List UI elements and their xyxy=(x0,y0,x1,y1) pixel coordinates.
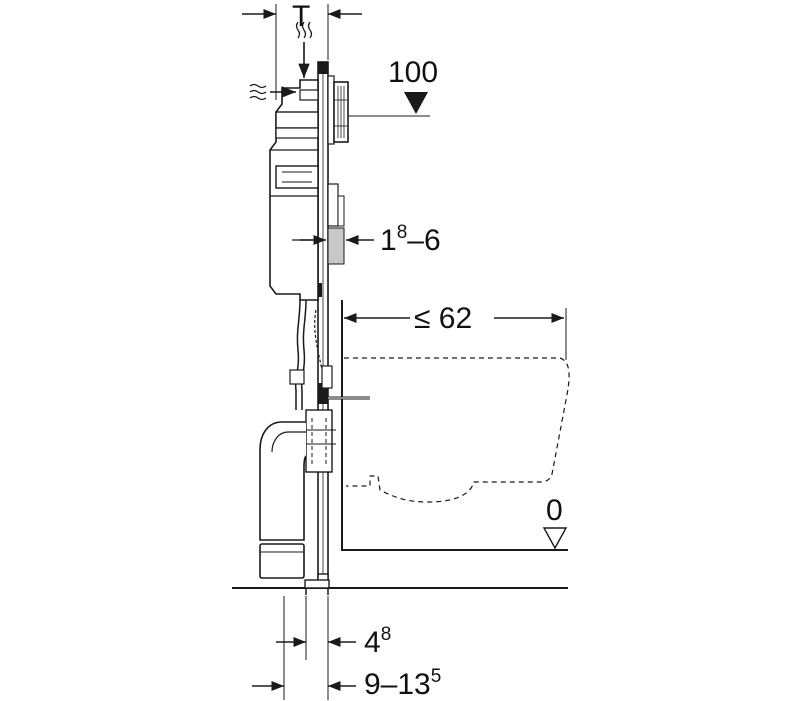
cistern xyxy=(269,79,319,301)
projection-dimension xyxy=(344,308,567,360)
actuator-plate xyxy=(327,75,349,145)
adjustment-rest: –6 xyxy=(407,224,441,257)
depth-label: 9–135 xyxy=(364,667,441,701)
thickness-dimension xyxy=(242,4,362,100)
wall-panel xyxy=(327,183,345,265)
wc-bowl-outline xyxy=(344,357,570,503)
projection-label: ≤ 62 xyxy=(414,302,473,335)
finished-wall-line xyxy=(341,300,568,551)
adjustment-base: 1 xyxy=(380,224,397,257)
height-label-100: 100 xyxy=(388,56,439,89)
floor-level-marker xyxy=(540,527,568,551)
fixing-bolts xyxy=(300,365,370,473)
foot-sup: 8 xyxy=(380,624,392,645)
drain-bend xyxy=(259,421,307,579)
frame-foot xyxy=(304,579,330,595)
height-marker-100 xyxy=(348,92,430,117)
thickness-label: T xyxy=(292,0,311,33)
depth-sup: 5 xyxy=(430,666,442,687)
foot-label: 48 xyxy=(364,625,391,659)
flush-pipe xyxy=(289,299,323,410)
foot-base: 4 xyxy=(364,626,381,659)
adjustment-label: 18–6 xyxy=(380,223,441,257)
adjustment-sup: 8 xyxy=(396,222,408,243)
depth-base: 9–13 xyxy=(364,668,431,701)
water-supply-icon xyxy=(249,21,313,101)
foot-dimension xyxy=(276,596,356,700)
floor-level-label: 0 xyxy=(546,494,563,527)
